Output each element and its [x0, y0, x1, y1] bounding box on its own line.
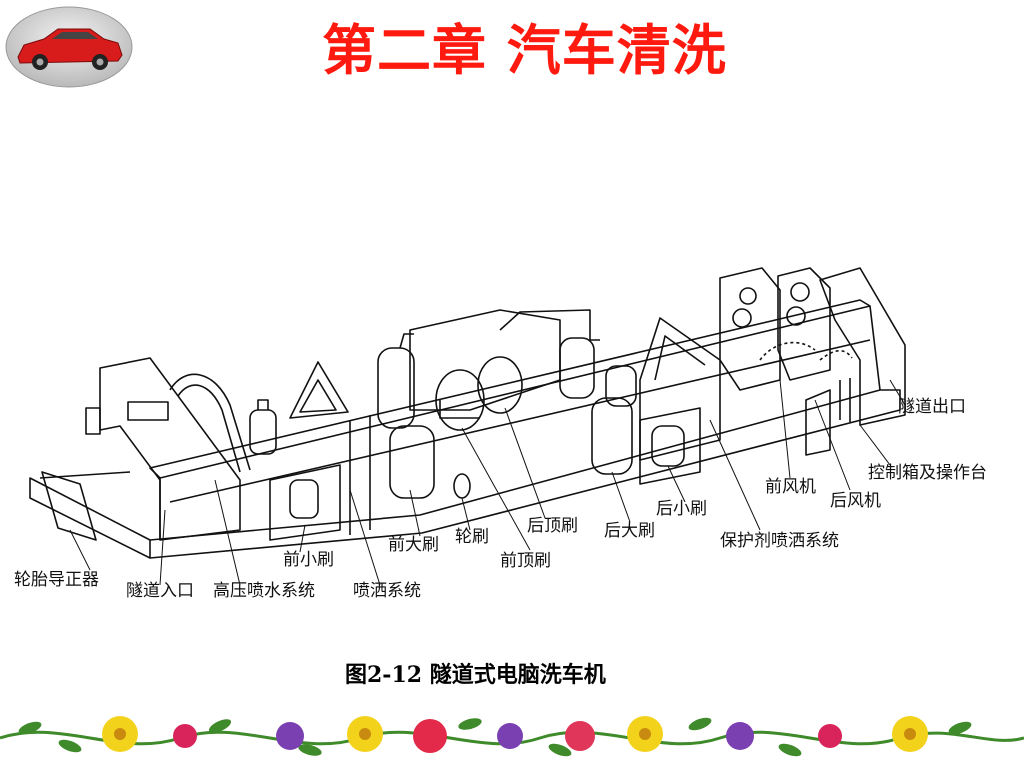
- label-front-big-brush: 前大刷: [388, 535, 439, 555]
- label-front-top-brush: 前顶刷: [500, 551, 551, 571]
- front-big-brush-upper: [377, 347, 415, 429]
- label-rear-top-brush: 后顶刷: [527, 516, 578, 536]
- rear-big-brush: [591, 397, 633, 475]
- label-control-box: 控制箱及操作台: [868, 463, 987, 483]
- front-top-brush: [435, 369, 485, 431]
- base-platform: [29, 389, 901, 559]
- side-rail-top: [149, 299, 871, 479]
- label-hp-spray: 高压喷水系统: [213, 581, 315, 601]
- rear-top-brush: [477, 356, 523, 414]
- tunnel-car-wash-diagram: 轮胎导正器 隧道入口 高压喷水系统 前小刷 喷洒系统 前大刷 轮刷 前顶刷 后顶…: [14, 267, 987, 601]
- figure-caption: 图2-12 隧道式电脑洗车机: [345, 662, 606, 688]
- label-rear-big-brush: 后大刷: [604, 521, 655, 541]
- label-rear-small-brush: 后小刷: [656, 499, 707, 519]
- label-wheel-brush: 轮刷: [455, 527, 489, 547]
- car-logo-icon: [4, 5, 134, 90]
- central-gantry: [409, 309, 561, 411]
- label-exit: 隧道出口: [898, 397, 966, 417]
- label-front-fan: 前风机: [765, 477, 816, 497]
- tire-guide: [41, 471, 97, 541]
- control-box: [819, 267, 906, 426]
- front-fan: [719, 267, 781, 391]
- label-tire-guide: 轮胎导正器: [14, 570, 99, 590]
- label-rear-fan: 后风机: [830, 491, 881, 511]
- entrance-arch: [99, 357, 241, 541]
- rear-fan: [777, 267, 831, 381]
- label-entrance: 隧道入口: [126, 581, 194, 601]
- label-spray-system: 喷洒系统: [353, 581, 421, 601]
- wheel-brush: [453, 473, 471, 499]
- label-front-small-brush: 前小刷: [283, 550, 334, 570]
- label-protect-spray: 保护剂喷洒系统: [720, 531, 839, 551]
- page-title: 第二章 汽车清洗: [322, 19, 727, 82]
- flower-garland-icon: [0, 716, 1024, 757]
- front-big-brush: [389, 425, 435, 499]
